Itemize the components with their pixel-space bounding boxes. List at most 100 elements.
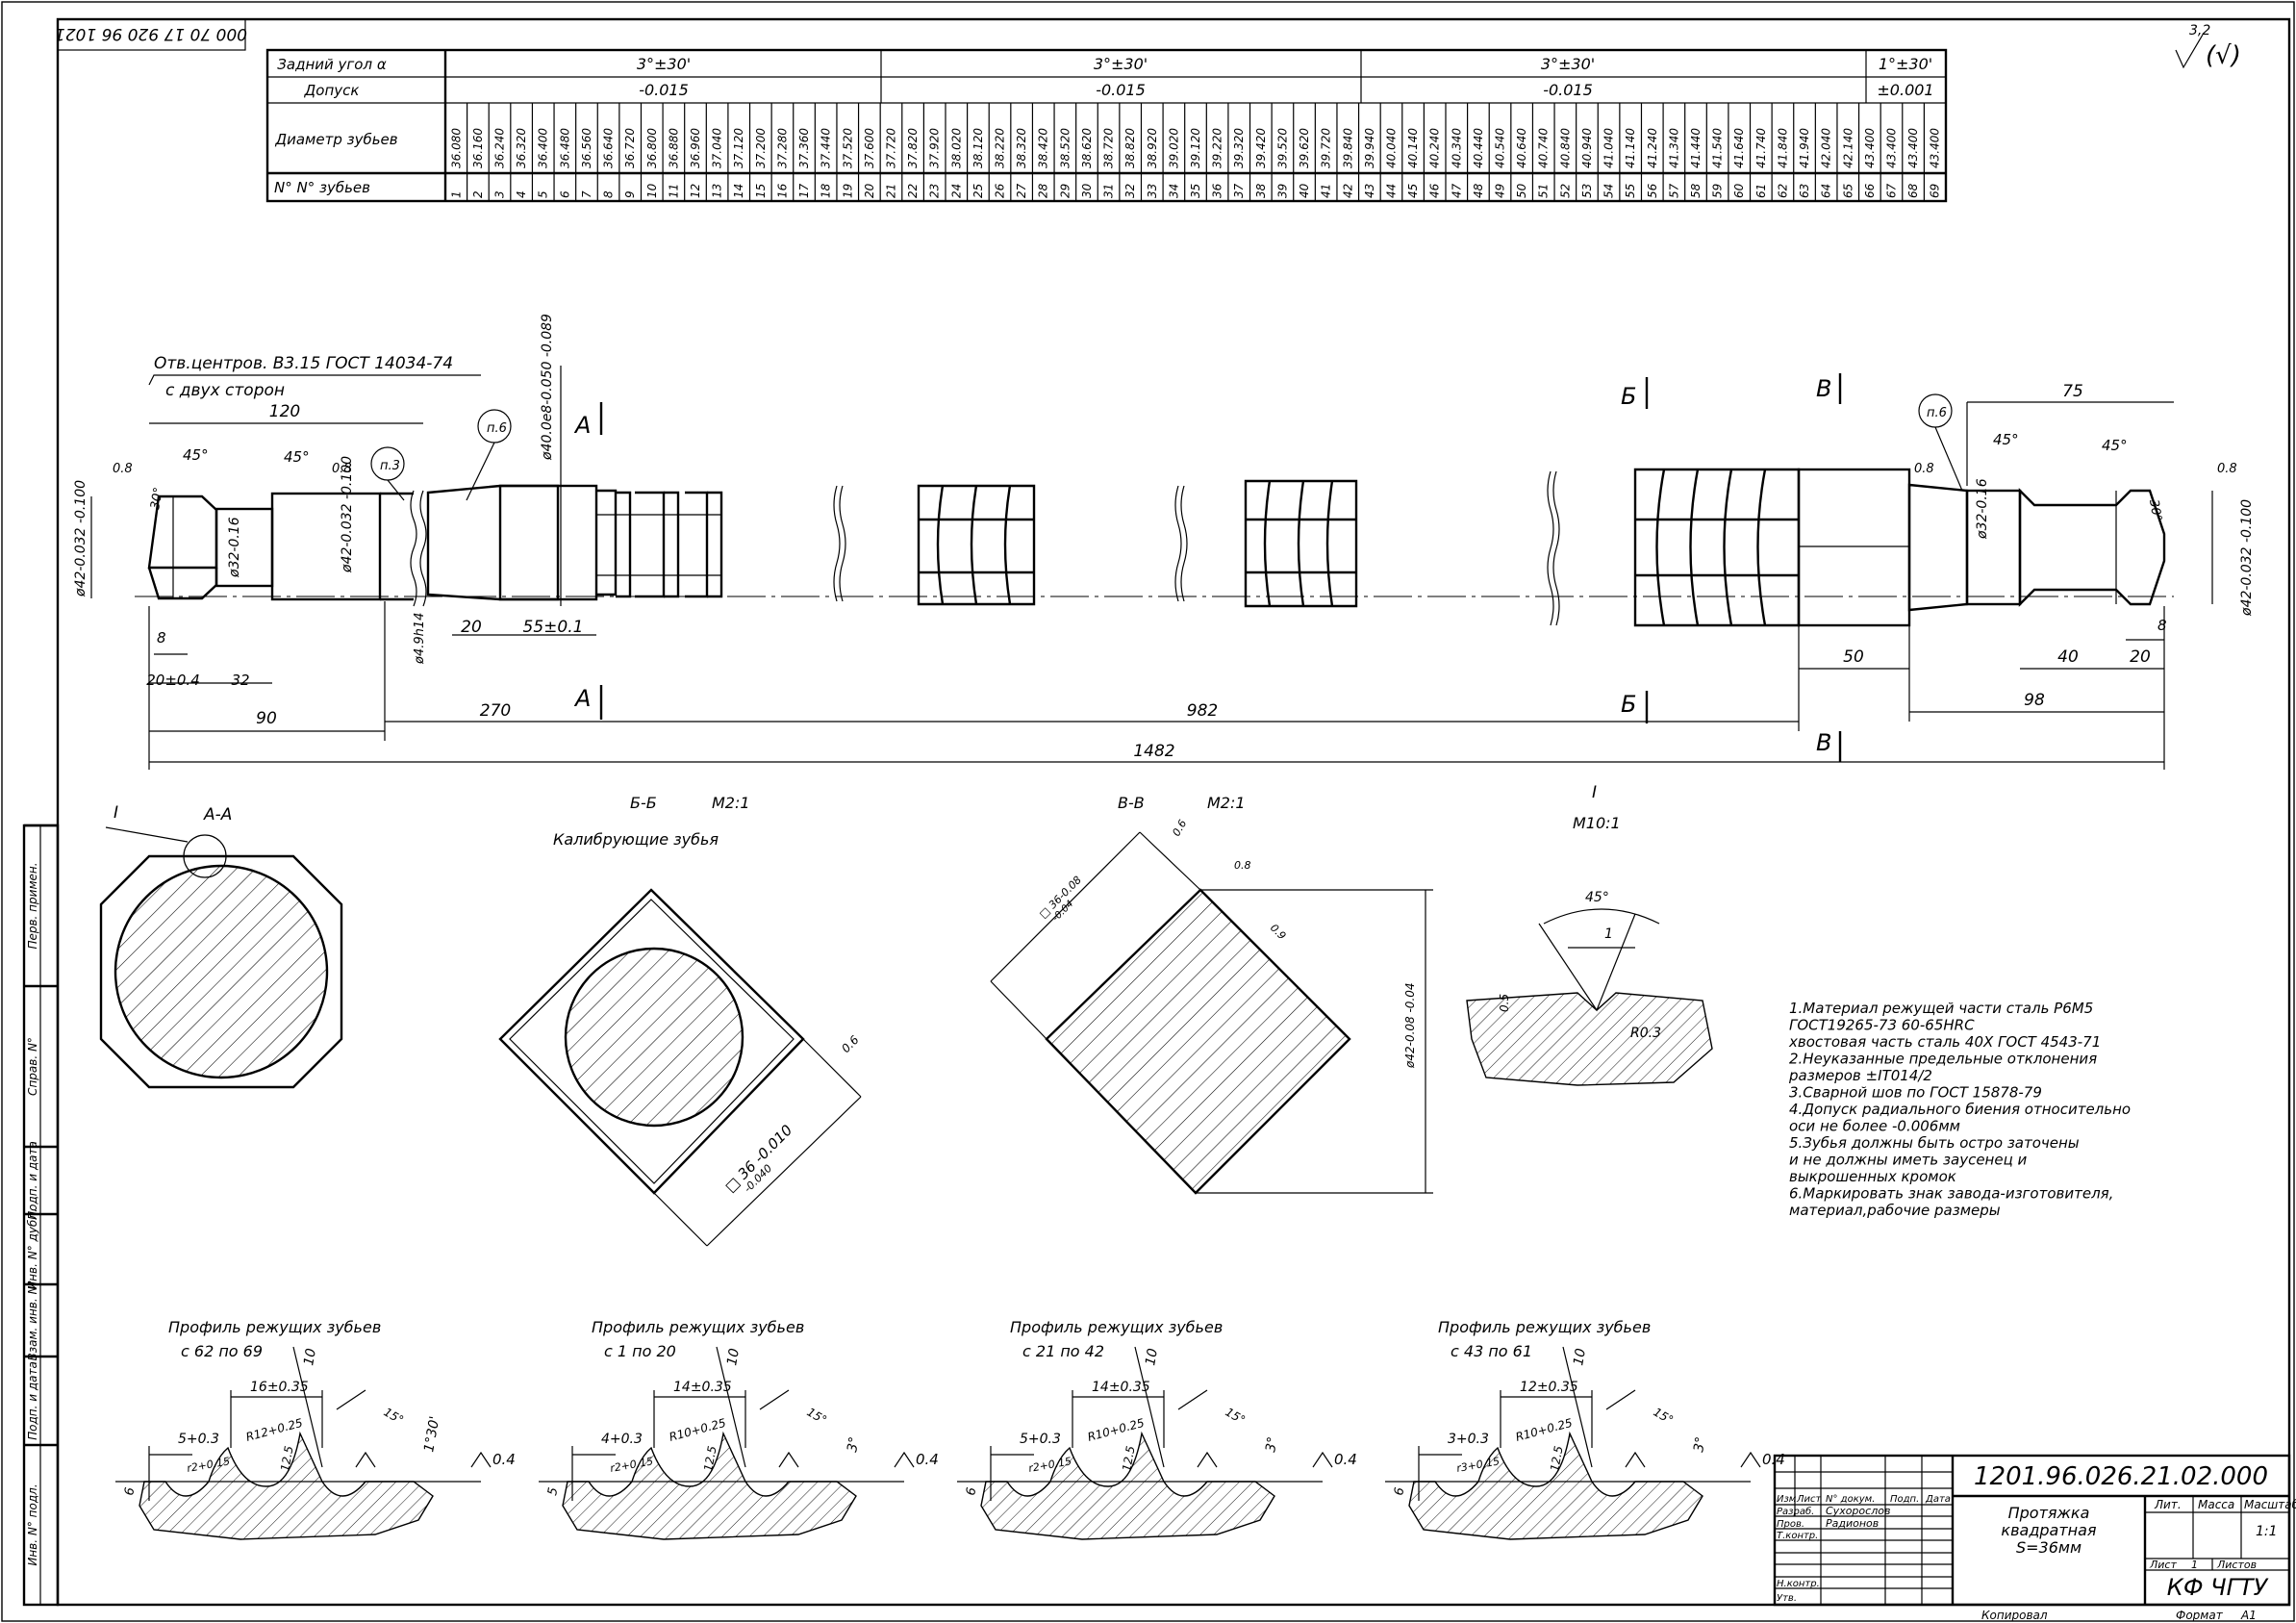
tooth-number-cell: 38 bbox=[1254, 183, 1268, 198]
vv-title: В-В bbox=[1118, 794, 1145, 812]
note-line: 4.Допуск радиального биения относительно bbox=[1789, 1101, 2131, 1118]
tolerance-group-1: -0.015 bbox=[639, 81, 689, 99]
aa-title: А-А bbox=[203, 805, 232, 824]
vv-scale: М2:1 bbox=[1207, 794, 1246, 812]
tooth-number-cell: 48 bbox=[1472, 183, 1485, 198]
profile-label: 14±0.35 bbox=[673, 1380, 732, 1395]
teeth-table: Задний угол α Допуск Диаметр зубьев N° N… bbox=[265, 48, 1948, 203]
profile-label: 1°30' bbox=[421, 1415, 442, 1454]
dim-98: 98 bbox=[2024, 691, 2045, 710]
tooth-number-cell: 52 bbox=[1558, 184, 1572, 198]
angle-45-3: 45° bbox=[1993, 431, 2019, 448]
note-line: оси не более -0.006мм bbox=[1789, 1118, 1960, 1135]
profile-label: с 62 по 69 bbox=[181, 1342, 263, 1360]
dim-270: 270 bbox=[480, 701, 511, 721]
section-A-bottom: А bbox=[573, 685, 591, 712]
tooth-diameter-cell: 40.240 bbox=[1428, 128, 1442, 168]
row-label-tolerance: Допуск bbox=[304, 82, 360, 99]
tooth-number-cell: 46 bbox=[1428, 183, 1442, 198]
tooth-number-cell: 11 bbox=[667, 184, 680, 198]
profile-label: 12.5 bbox=[278, 1445, 295, 1473]
tooth-number-cell: 35 bbox=[1189, 184, 1202, 198]
dim-phi40: ø40.0e8-0.050 -0.089 bbox=[540, 314, 555, 461]
roughness-08-4: 0.8 bbox=[2217, 462, 2237, 476]
tooth-number-cell: 20 bbox=[863, 183, 876, 198]
tb-org: КФ ЧГТУ bbox=[2167, 1574, 2269, 1601]
tooth-diameter-cell: 43.400 bbox=[1929, 128, 1942, 168]
tooth-diameter-cell: 40.640 bbox=[1515, 128, 1528, 168]
tooth-number-cell: 57 bbox=[1667, 183, 1680, 198]
profile-label: 0.4 bbox=[1334, 1451, 1357, 1468]
dim-phi32-right: ø32-0.16 bbox=[1975, 478, 1990, 540]
tooth-diameter-cell: 37.200 bbox=[754, 128, 768, 168]
bb-scale: М2:1 bbox=[712, 794, 750, 812]
drawing-frame bbox=[56, 17, 2291, 1607]
tooth-number-cell: 34 bbox=[1167, 184, 1180, 198]
tooth-diameter-cell: 37.520 bbox=[841, 128, 854, 168]
tb-lit: Лит. bbox=[2154, 1498, 2182, 1511]
tb-h-izm: Изм bbox=[1777, 1494, 1797, 1505]
tb-sheet-value: 1 bbox=[2191, 1559, 2198, 1571]
profile-label: с 43 по 61 bbox=[1451, 1342, 1532, 1360]
tooth-diameter-cell: 37.360 bbox=[797, 128, 811, 168]
dim-phi19: ø4.9h14 bbox=[413, 613, 427, 665]
dim-phi42-mid: ø42-0.032 -0.100 bbox=[340, 456, 355, 573]
tooth-number-cell: 59 bbox=[1711, 184, 1725, 198]
roughness-08-1: 0.8 bbox=[113, 462, 133, 476]
tooth-number-cell: 54 bbox=[1602, 184, 1616, 198]
roughness-08-2: 0.8 bbox=[332, 462, 352, 476]
dim-55: 55±0.1 bbox=[523, 618, 584, 637]
angle-45-1: 45° bbox=[183, 446, 209, 464]
tooth-number-cell: 15 bbox=[754, 184, 768, 198]
tb-n-razrab: Сухорослов bbox=[1826, 1505, 1890, 1517]
tooth-diameter-cell: 38.520 bbox=[1058, 128, 1072, 168]
tooth-diameter-cell: 41.240 bbox=[1646, 128, 1659, 168]
profile-label: R12+0.25 bbox=[244, 1416, 304, 1444]
dim-phi32-left: ø32-0.16 bbox=[227, 517, 242, 578]
tooth-number-cell: 30 bbox=[1080, 183, 1094, 198]
profile-label: R10+0.25 bbox=[1514, 1416, 1574, 1444]
tooth-diameter-cell: 42.040 bbox=[1820, 128, 1833, 168]
dim-90: 90 bbox=[256, 709, 277, 728]
section-A-top: А bbox=[573, 412, 591, 439]
tooth-number-cell: 25 bbox=[971, 184, 985, 198]
profile-label: 6 bbox=[1392, 1486, 1407, 1497]
profile-label: 12±0.35 bbox=[1520, 1380, 1578, 1395]
tooth-number-cell: 14 bbox=[732, 184, 745, 198]
tooth-number-cell: 16 bbox=[775, 183, 789, 198]
side-stamp-label: Инв. N° подл. bbox=[26, 1484, 39, 1565]
tooth-number-cell: 36 bbox=[1211, 183, 1224, 198]
tooth-diameter-cell: 38.020 bbox=[949, 128, 963, 168]
profile-label: 15° bbox=[1224, 1405, 1248, 1427]
tooth-diameter-cell: 36.800 bbox=[645, 128, 659, 168]
tb-r-razrab: Разраб. bbox=[1777, 1506, 1814, 1517]
tooth-diameter-cell: 36.240 bbox=[493, 128, 507, 168]
dim-phi42-right: ø42-0.032 -0.100 bbox=[2239, 499, 2255, 617]
tooth-diameter-cell: 39.520 bbox=[1275, 128, 1289, 168]
tooth-number-cell: 19 bbox=[841, 184, 854, 198]
tooth-number-cell: 61 bbox=[1754, 184, 1768, 198]
tooth-diameter-cell: 36.480 bbox=[558, 128, 571, 168]
leader-p6-1: п.6 bbox=[487, 421, 507, 436]
tooth-diameter-cell: 37.280 bbox=[775, 128, 789, 168]
tooth-diameter-cell: 36.160 bbox=[471, 128, 485, 168]
tooth-diameter-cell: 41.740 bbox=[1754, 128, 1768, 168]
profile-label: 12.5 bbox=[1548, 1445, 1565, 1473]
tooth-diameter-cell: 40.040 bbox=[1384, 128, 1398, 168]
profile-label: 5+0.3 bbox=[1020, 1432, 1061, 1447]
tooth-diameter-cell: 37.820 bbox=[906, 128, 920, 168]
detail-radius: R0.3 bbox=[1630, 1026, 1661, 1041]
side-stamp-label: Инв. N° дубл. bbox=[26, 1208, 39, 1290]
tooth-number-cell: 42 bbox=[1341, 184, 1354, 198]
note-line: 5.Зубья должны быть остро заточены bbox=[1789, 1134, 2080, 1152]
tooth-number-cell: 10 bbox=[645, 183, 659, 198]
profile-label: Профиль режущих зубьев bbox=[592, 1318, 804, 1336]
side-stamp-label: Подп. и дата bbox=[26, 1361, 39, 1440]
side-stamp-label: Взам. инв. N° bbox=[26, 1281, 39, 1361]
section-V-bottom: В bbox=[1816, 729, 1831, 756]
tooth-number-cell: 50 bbox=[1515, 183, 1528, 198]
angle-group-4: 1°±30' bbox=[1879, 55, 1932, 73]
profile-label: 16±0.35 bbox=[250, 1380, 309, 1395]
